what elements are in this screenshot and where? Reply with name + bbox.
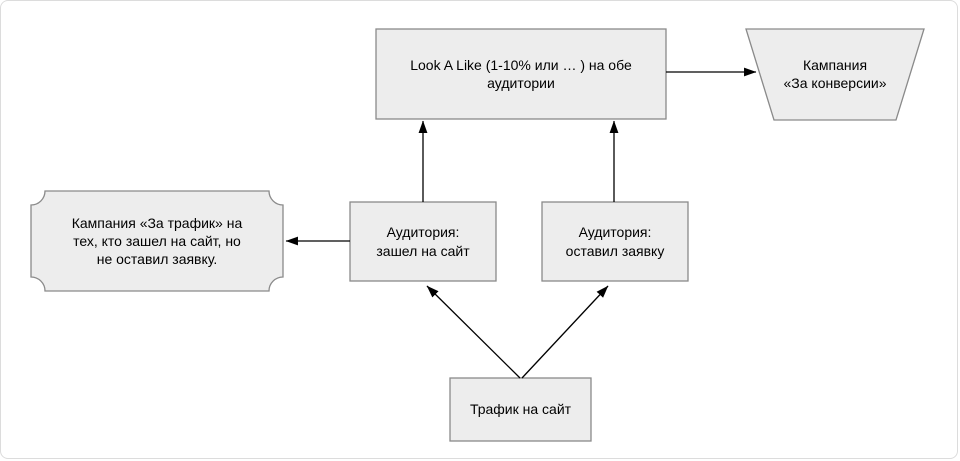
node-audience-visited-shape bbox=[349, 201, 497, 282]
edge-site-traffic-to-audience-lead bbox=[521, 285, 609, 379]
node-lookalike-shape bbox=[375, 28, 667, 120]
node-conversion-campaign-shape bbox=[745, 28, 925, 121]
node-traffic-campaign-shape bbox=[30, 190, 284, 292]
node-audience-lead-shape bbox=[541, 201, 689, 282]
node-site-traffic-shape bbox=[449, 377, 592, 442]
edge-site-traffic-to-audience-visited bbox=[426, 285, 521, 379]
